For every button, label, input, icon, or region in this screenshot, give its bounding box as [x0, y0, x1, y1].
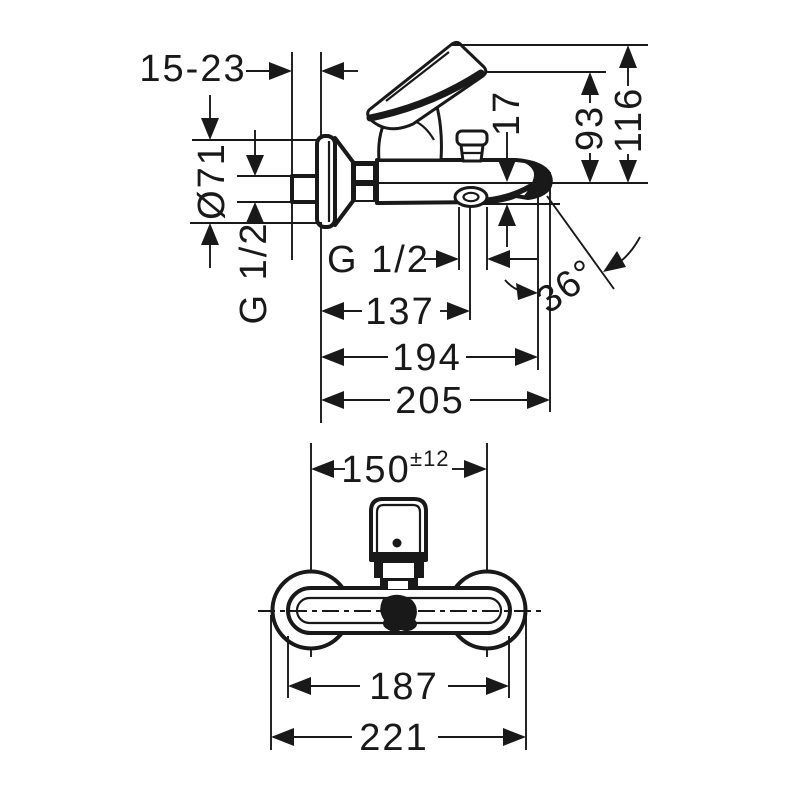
dim-connection-tolerance-label: ±12	[410, 446, 450, 471]
union-nut	[351, 161, 378, 202]
bottom-outlet	[453, 186, 489, 208]
wall-reference-lines	[291, 52, 322, 423]
escutcheon	[315, 134, 355, 229]
diverter-knob	[455, 129, 489, 163]
dim-wall-clearance: 15-23	[139, 48, 358, 90]
dim-depth-spout-face-label: 194	[392, 337, 461, 379]
dim-body-width-label: 187	[369, 666, 438, 708]
dim-inlet-thread: G 1/2	[233, 130, 275, 324]
extension-lines-side	[190, 44, 648, 412]
dim-height-overall: 116	[608, 45, 650, 183]
dim-wall-clearance-label: 15-23	[139, 48, 246, 90]
wall-connection-stub	[290, 174, 320, 204]
dim-outlet-offset: 17	[486, 90, 528, 247]
dim-overall-width-label: 221	[359, 717, 428, 759]
dim-depth-spout-face: 194	[321, 337, 538, 379]
dim-height-lever: 93	[569, 72, 611, 183]
dim-depth-outlet-center-label: 137	[365, 291, 434, 333]
side-view: 15-23 Ø71 G 1/2 17	[139, 40, 650, 423]
front-view: 150 ±12 187 221	[258, 443, 546, 759]
handle-collar	[374, 560, 424, 589]
dim-outlet-thread: G 1/2	[327, 239, 537, 281]
dim-depth-overall-label: 205	[395, 380, 464, 422]
dim-height-lever-label: 93	[569, 105, 611, 151]
dim-inlet-thread-label: G 1/2	[233, 222, 275, 325]
dim-outlet-offset-label: 17	[486, 90, 528, 136]
dim-escutcheon-diameter-label: Ø71	[191, 142, 233, 220]
dim-body-width: 187	[287, 636, 510, 708]
dim-depth-overall: 205	[321, 380, 550, 422]
handle-indicator-dot	[392, 538, 402, 548]
dim-depth-outlet-center: 137	[321, 291, 470, 333]
spout-tip	[518, 160, 550, 198]
dim-outlet-thread-label: G 1/2	[327, 239, 430, 281]
lever-handle-front	[369, 497, 428, 589]
dim-height-overall-label: 116	[608, 87, 650, 154]
dim-overall-width: 221	[270, 615, 527, 759]
dim-connection-centers-label: 150	[341, 449, 410, 491]
spout-under-edge	[486, 183, 534, 203]
dim-connection-centers: 150 ±12	[311, 446, 487, 491]
dim-escutcheon-diameter: Ø71	[191, 95, 233, 268]
lever-handle-side	[366, 40, 488, 162]
spout-front	[380, 594, 417, 632]
